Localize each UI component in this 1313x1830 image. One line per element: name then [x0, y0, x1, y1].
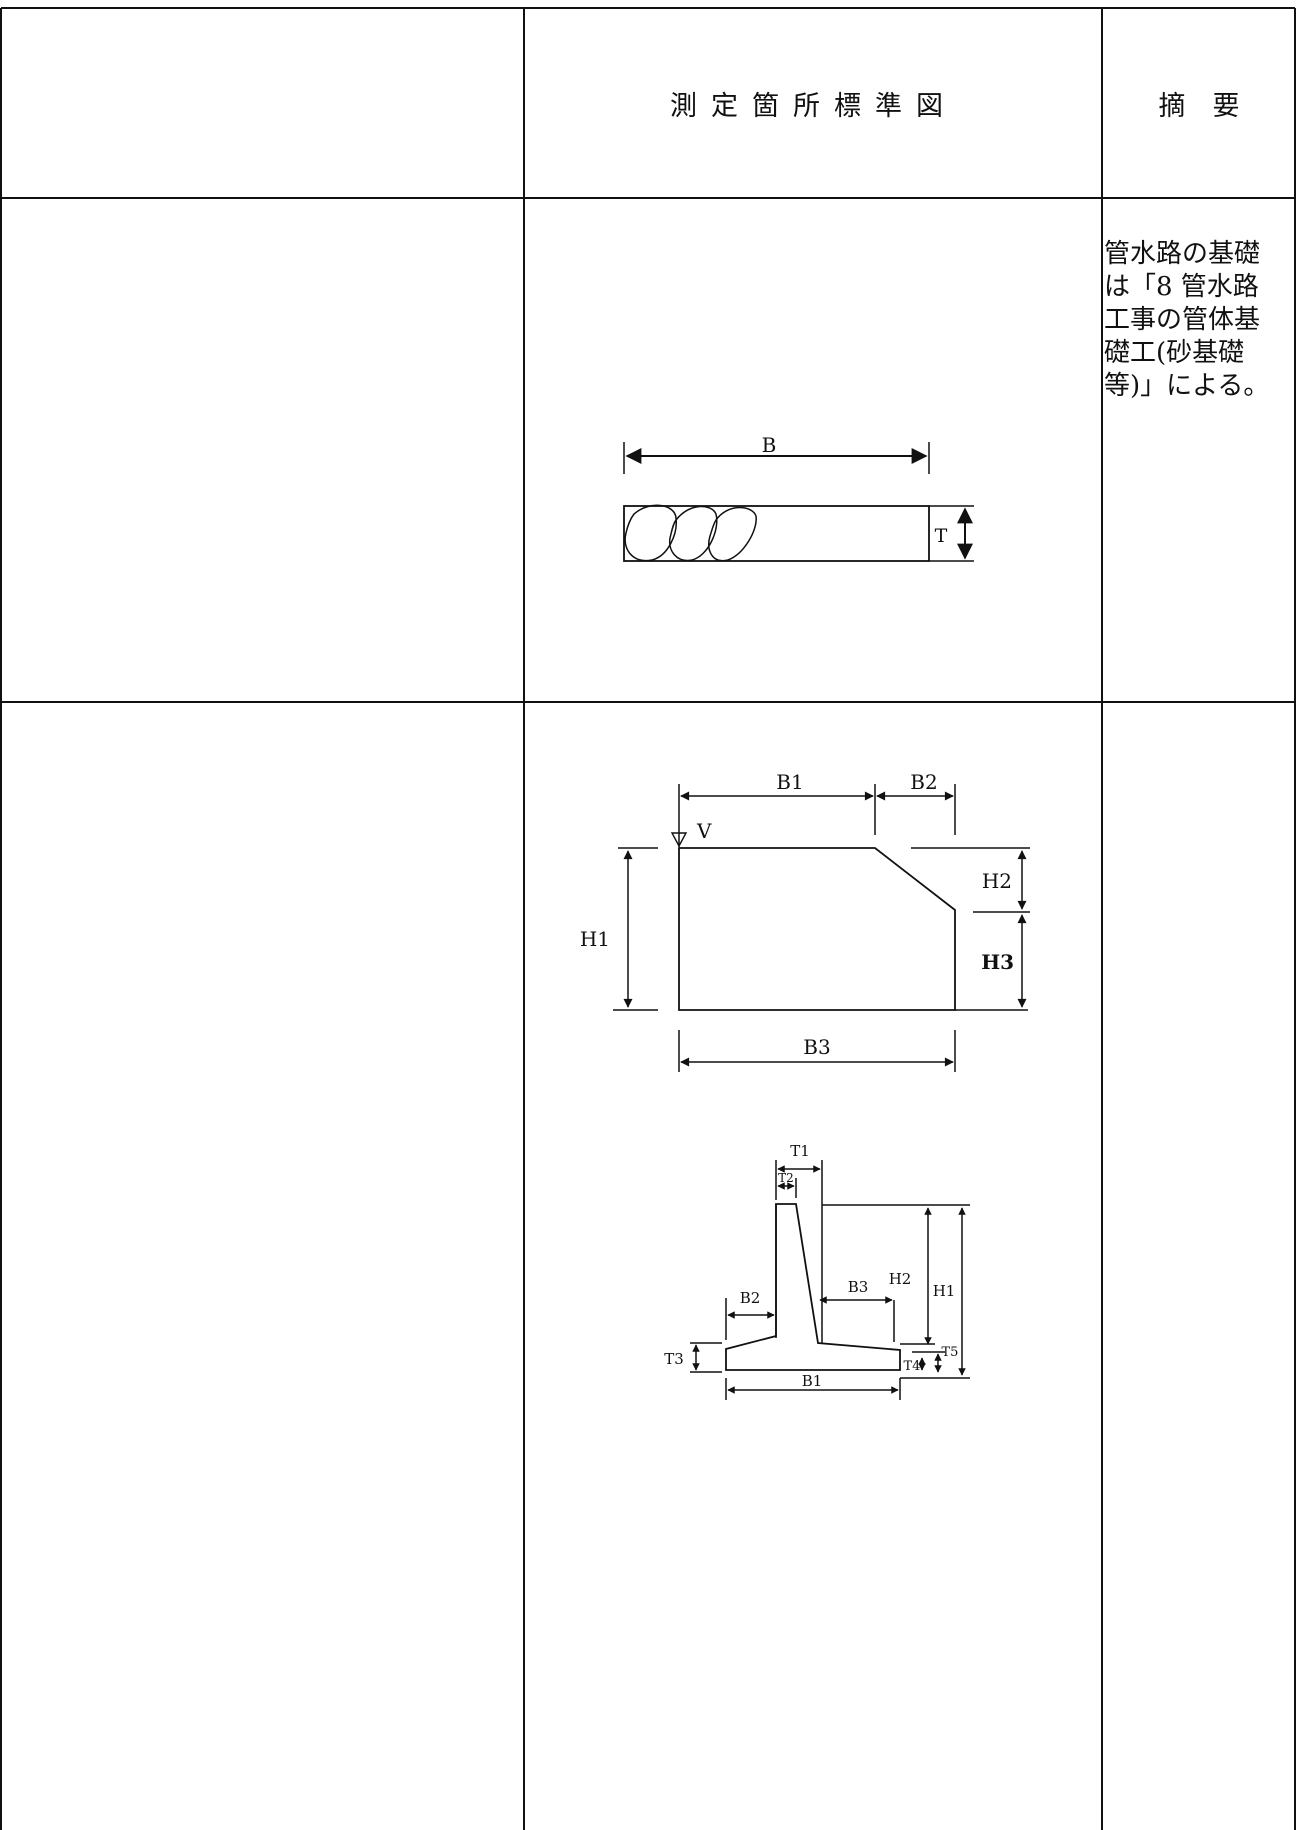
- header-center-cell: 測定箇所標準図: [525, 9, 1102, 198]
- label-h1: H1: [580, 927, 610, 951]
- label-t: T: [935, 525, 948, 547]
- row1-remark: 管水路の基礎 は「8 管水路 工事の管体基 礎工(砂基礎 等)」による。: [1104, 239, 1270, 401]
- label-t3: T3: [664, 1350, 684, 1368]
- stone-shape: [624, 504, 677, 562]
- label-v: V: [696, 819, 712, 843]
- label-b1: B1: [776, 770, 803, 794]
- label-b: B: [762, 433, 777, 457]
- label-t2: T2: [778, 1171, 794, 1185]
- row1-remark-cell: 管水路の基礎 は「8 管水路 工事の管体基 礎工(砂基礎 等)」による。: [1104, 238, 1294, 438]
- retaining-wall-outline: [725, 1203, 901, 1371]
- wall-outline: [678, 847, 956, 1011]
- label-t4: T4: [904, 1359, 921, 1374]
- v-level-triangle: [670, 832, 688, 848]
- stone-shape: [708, 506, 757, 562]
- label-h3: H3: [981, 950, 1014, 974]
- header-title: 測定箇所標準図: [670, 91, 957, 122]
- label-t5: T5: [942, 1345, 959, 1360]
- foundation-rect: [623, 505, 930, 562]
- label-b3: B3: [848, 1278, 869, 1296]
- label-t1: T1: [790, 1142, 810, 1160]
- label-h2: H2: [889, 1270, 912, 1288]
- header-right-cell: 摘 要: [1103, 9, 1295, 198]
- label-h1: H1: [933, 1282, 956, 1300]
- stone-shape: [668, 505, 718, 562]
- label-b2: B2: [740, 1289, 761, 1307]
- label-b1: B1: [802, 1372, 823, 1390]
- label-h2: H2: [982, 869, 1012, 893]
- header-remarks-title: 摘 要: [1158, 91, 1240, 122]
- label-b2: B2: [910, 770, 937, 794]
- label-b3: B3: [803, 1035, 830, 1059]
